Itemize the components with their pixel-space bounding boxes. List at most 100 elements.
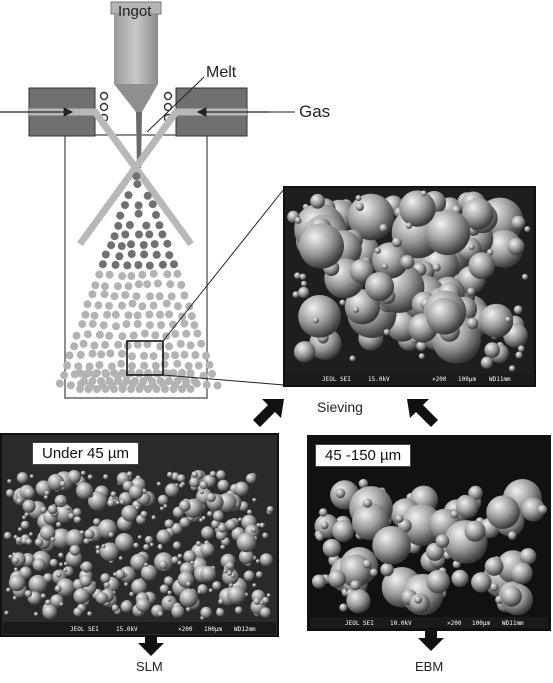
droplet (110, 232, 119, 241)
droplet (133, 340, 142, 349)
powder-particle (80, 470, 86, 476)
droplet-spray (55, 172, 222, 393)
powder-particle (136, 598, 151, 613)
powder-particle (513, 305, 523, 315)
powder-particle (140, 564, 158, 581)
powder-particle (81, 561, 93, 573)
droplet (81, 310, 90, 319)
droplet (199, 371, 208, 380)
powder-particle (200, 542, 215, 557)
droplet (173, 377, 182, 385)
powder-particle (374, 247, 381, 254)
droplet (110, 385, 118, 393)
powder-particle (199, 518, 204, 523)
powder-particle (158, 545, 163, 550)
powder-particle (76, 482, 93, 500)
powder-particle (206, 492, 216, 503)
droplet (113, 282, 122, 291)
powder-particle (129, 591, 135, 597)
droplet (95, 270, 104, 279)
powder-particle (73, 607, 83, 617)
powder-particle (83, 538, 90, 545)
droplet (114, 377, 122, 385)
powder-particle (59, 480, 67, 488)
droplet (112, 322, 120, 331)
droplet (118, 272, 127, 281)
droplet (78, 320, 87, 329)
powder-particle (484, 557, 504, 576)
droplet (182, 377, 190, 385)
powder-particle (177, 553, 183, 559)
droplet (110, 369, 118, 377)
powder-particle (362, 559, 372, 569)
droplet (127, 250, 136, 258)
sem-slm-wd: WD12mm (234, 626, 256, 633)
powder-particle (95, 549, 101, 555)
zoom-connector-bottom (162, 374, 285, 386)
powder-particle (480, 356, 493, 369)
droplet (145, 310, 154, 319)
droplet (157, 321, 165, 329)
powder-particle (468, 252, 496, 280)
powder-particle (167, 597, 172, 602)
powder-particle (8, 554, 13, 559)
powder-particle (369, 568, 378, 577)
powder-particle (456, 496, 479, 519)
droplet (156, 310, 164, 319)
droplet (166, 280, 175, 289)
powder-particle (298, 223, 344, 269)
powder-particle (372, 242, 409, 279)
droplet (133, 180, 142, 189)
powder-particle (143, 544, 150, 551)
powder-particle (56, 521, 62, 528)
droplet (139, 377, 148, 385)
powder-particle (137, 535, 142, 540)
powder-particle (399, 190, 436, 227)
powder-particle (68, 513, 75, 520)
powder-particle (163, 504, 168, 509)
powder-particle (16, 497, 23, 505)
sem-slm-scale: 100µm (204, 626, 222, 633)
droplet (197, 339, 206, 348)
powder-particle (179, 483, 184, 488)
powder-particle (252, 583, 257, 588)
sem-slm-particles (3, 470, 274, 620)
droplet (169, 385, 178, 393)
droplet (122, 320, 131, 329)
droplet (101, 250, 110, 259)
droplet (170, 260, 178, 269)
droplet (155, 292, 164, 301)
droplet (65, 351, 74, 360)
droplet (134, 261, 143, 269)
droplet (202, 351, 210, 360)
powder-particle (380, 562, 394, 577)
sem-ebm-kv: 10.0kV (390, 620, 412, 627)
powder-particle (59, 602, 64, 607)
droplet (110, 292, 119, 301)
powder-particle (217, 479, 230, 492)
powder-particle (76, 517, 82, 523)
sem-top-detector: JEOL SEI (322, 376, 351, 383)
powder-particle (223, 569, 228, 574)
powder-particle (171, 605, 185, 618)
sem-ebm-particles (312, 478, 548, 616)
powder-particle (101, 544, 106, 549)
sem-ebm-detector: JEOL SEI (345, 620, 374, 627)
droplet (117, 359, 126, 368)
powder-particle (259, 522, 265, 528)
powder-particle (519, 548, 537, 565)
droplet (193, 329, 202, 338)
droplet (148, 377, 156, 385)
droplet (124, 191, 133, 200)
droplet (121, 291, 130, 299)
powder-particle (34, 538, 44, 547)
powder-particle (349, 258, 374, 284)
powder-particle (66, 506, 70, 511)
droplet (208, 369, 216, 378)
droplet (150, 240, 159, 249)
powder-particle (395, 514, 404, 523)
melt-leader-line (146, 76, 205, 133)
powder-particle (12, 557, 20, 564)
droplet (180, 291, 189, 300)
